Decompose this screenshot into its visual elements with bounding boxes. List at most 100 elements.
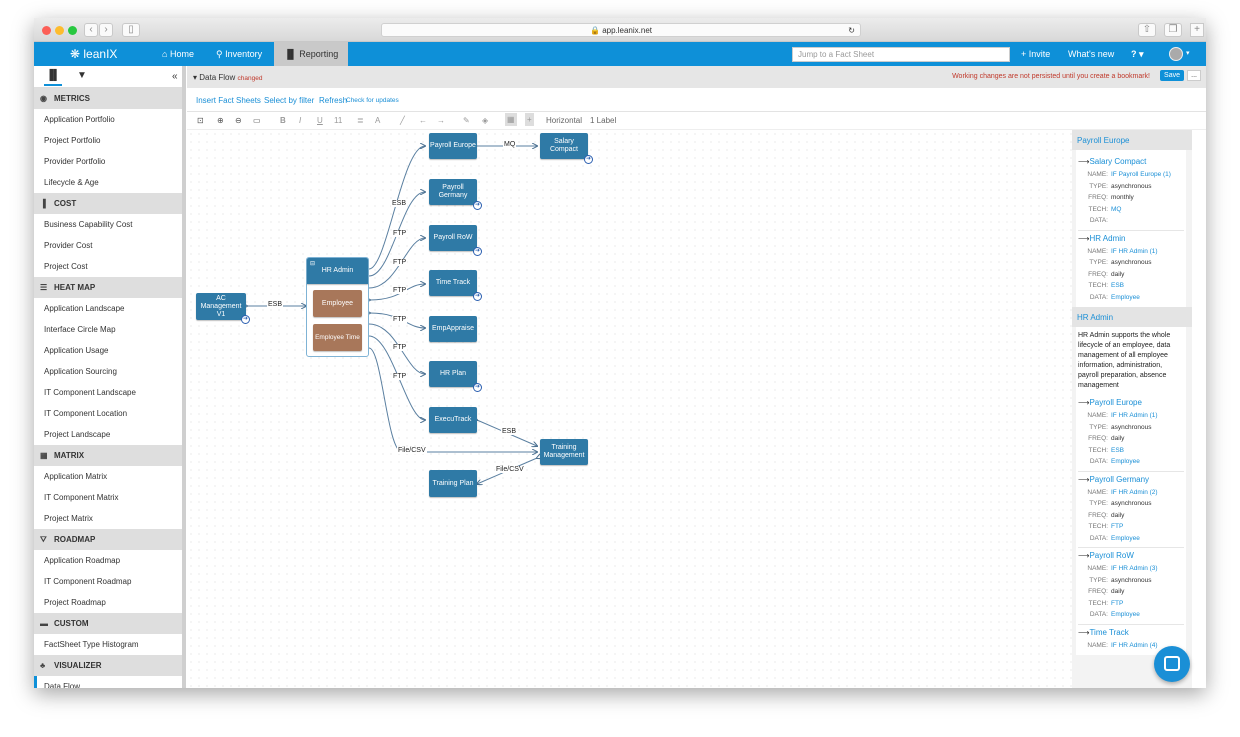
sidebar-item[interactable]: IT Component Matrix [44,493,119,502]
nav-home[interactable]: ⌂ Home [162,49,194,59]
node-training-plan[interactable]: Training Plan [429,470,477,497]
details-header[interactable]: HR Admin [1072,307,1192,327]
sidebar-item[interactable]: Project Landscape [44,430,111,439]
expand-arrow-icon[interactable]: ➜ [473,383,482,392]
share-icon[interactable]: ⇧ [1138,23,1156,37]
sidebar-item[interactable]: Project Matrix [44,514,93,523]
filter-tab-icon[interactable]: ▼ [77,70,87,81]
guides-icon[interactable]: + [525,113,534,126]
edge-esb-payroll-europe[interactable] [368,146,425,270]
sidebar-item[interactable]: Provider Portfolio [44,157,106,166]
sidebar-section-header[interactable]: ☰HEAT MAP [34,277,182,298]
sidebar-section-header[interactable]: ⛛ROADMAP [34,529,182,550]
invite-button[interactable]: + Invite [1021,49,1051,59]
fact-sheet-search-input[interactable]: Jump to a Fact Sheet [792,47,1010,62]
node-salary-compact[interactable]: Salary Compact [540,133,588,159]
avatar[interactable] [1169,47,1183,61]
node-payroll-row[interactable]: Payroll RoW [429,225,477,251]
sidebar-section-header[interactable]: ▦MATRIX [34,445,182,466]
data-object-employee-time[interactable]: Employee Time [313,324,362,351]
whats-new-link[interactable]: What's new [1068,49,1115,59]
arrow-left-icon[interactable]: ← [419,116,427,125]
underline-icon[interactable]: U [317,116,323,125]
sidebar-item[interactable]: Data Flow [34,676,182,688]
chat-button[interactable] [1154,646,1190,682]
italic-icon[interactable]: I [299,116,302,125]
nav-reporting[interactable]: ▐▌ Reporting [274,42,349,66]
expand-arrow-icon[interactable]: ➜ [473,247,482,256]
line-icon[interactable]: ╱ [400,116,405,125]
labels-dropdown[interactable]: 1 Label [590,116,617,125]
more-button[interactable]: ... [1187,70,1201,81]
tabs-icon[interactable]: ❐ [1164,23,1182,37]
forward-icon[interactable]: › [99,23,113,37]
help-dropdown[interactable]: ? ▾ [1131,49,1144,59]
node-time-track[interactable]: Time Track [429,270,477,296]
sidebar-item[interactable]: Application Sourcing [44,367,117,376]
align-icon[interactable]: ≣ [357,116,364,125]
node-hr-admin[interactable]: HR Admin [307,258,368,284]
sidebar-section-header[interactable]: ◉METRICS [34,88,182,109]
collapse-sidebar-icon[interactable]: « [172,71,178,82]
sidebar-item[interactable]: Application Matrix [44,472,108,481]
expand-arrow-icon[interactable]: ➜ [241,315,250,324]
diagram-canvas[interactable]: MQ ESB FTP FTP FTP FTP FTP FTP ESB File/… [187,130,1072,688]
sidebar-item[interactable]: Project Roadmap [44,598,106,607]
insert-fact-sheets-link[interactable]: Insert Fact Sheets [196,96,261,105]
bold-icon[interactable]: B [280,116,286,125]
minimize-window-button[interactable] [55,26,64,35]
address-bar[interactable]: 🔒 app.leanix.net↻ [381,23,861,37]
grid-icon[interactable]: ▦ [505,113,517,126]
interface-target-link[interactable]: ⟶Salary Compact [1078,157,1147,166]
reload-icon[interactable]: ↻ [848,26,855,35]
fit-icon[interactable]: ▭ [253,116,261,125]
sidebar-toggle-icon[interactable]: ▯ [122,23,140,37]
sidebar-item[interactable]: Provider Cost [44,241,93,250]
details-header[interactable]: Payroll Europe [1072,130,1192,150]
sidebar-item[interactable]: Project Portfolio [44,136,101,145]
sidebar-item[interactable]: Application Usage [44,346,109,355]
sidebar-item[interactable]: Application Landscape [44,304,125,313]
node-empappraise[interactable]: EmpAppraise [429,316,477,342]
actual-size-icon[interactable]: ⊡ [197,116,204,125]
nav-inventory[interactable]: ⚲ Inventory [216,49,263,59]
sidebar-section-header[interactable]: ▬CUSTOM [34,613,182,634]
node-payroll-europe[interactable]: Payroll Europe [429,133,477,159]
sidebar-item[interactable]: IT Component Location [44,409,128,418]
sidebar-item[interactable]: Lifecycle & Age [44,178,99,187]
new-tab-icon[interactable]: + [1190,23,1204,37]
sidebar-section-header[interactable]: ♣VISUALIZER [34,655,182,676]
node-executrack[interactable]: ExecuTrack [429,407,477,433]
check-updates-link[interactable]: Check for updates [346,97,399,104]
zoom-out-icon[interactable]: ⊖ [235,116,242,125]
interface-target-link[interactable]: ⟶Payroll Europe [1078,398,1142,407]
maximize-window-button[interactable] [68,26,77,35]
node-training-management[interactable]: Training Management [540,439,588,465]
layout-dropdown[interactable]: Horizontal [546,116,583,125]
back-icon[interactable]: ‹ [84,23,98,37]
sidebar-item[interactable]: Interface Circle Map [44,325,116,334]
expand-arrow-icon[interactable]: ➜ [473,292,482,301]
font-size-icon[interactable]: 11 [334,116,343,125]
node-payroll-germany[interactable]: Payroll Germany [429,179,477,205]
node-hr-plan[interactable]: HR Plan [429,361,477,387]
sidebar-item[interactable]: Application Roadmap [44,556,121,565]
data-object-employee[interactable]: Employee [313,290,362,317]
sidebar-section-header[interactable]: ▐COST [34,193,182,214]
save-button[interactable]: Save [1160,70,1184,81]
sidebar-item[interactable]: Business Capability Cost [44,220,133,229]
font-color-icon[interactable]: A [375,116,381,125]
sidebar-item[interactable]: FactSheet Type Histogram [44,640,139,649]
node-hr-admin-container[interactable]: HR Admin ⊟ Employee Employee Time [306,257,369,357]
sidebar-item[interactable]: Application Portfolio [44,115,115,124]
sidebar-item[interactable]: IT Component Landscape [44,388,136,397]
report-title-dropdown[interactable]: ▾ Data Flow changed [193,73,263,82]
avatar-chevron-down-icon[interactable]: ▾ [1186,50,1190,57]
select-by-filter-link[interactable]: Select by filter [264,96,315,105]
refresh-link[interactable]: Refresh [319,96,348,105]
expand-arrow-icon[interactable]: ➜ [584,155,593,164]
interface-target-link[interactable]: ⟶Payroll RoW [1078,551,1134,560]
interface-target-link[interactable]: ⟶Time Track [1078,627,1129,637]
interface-target-link[interactable]: ⟶Payroll Germany [1078,474,1150,484]
interface-target-link[interactable]: ⟶HR Admin [1078,233,1126,243]
